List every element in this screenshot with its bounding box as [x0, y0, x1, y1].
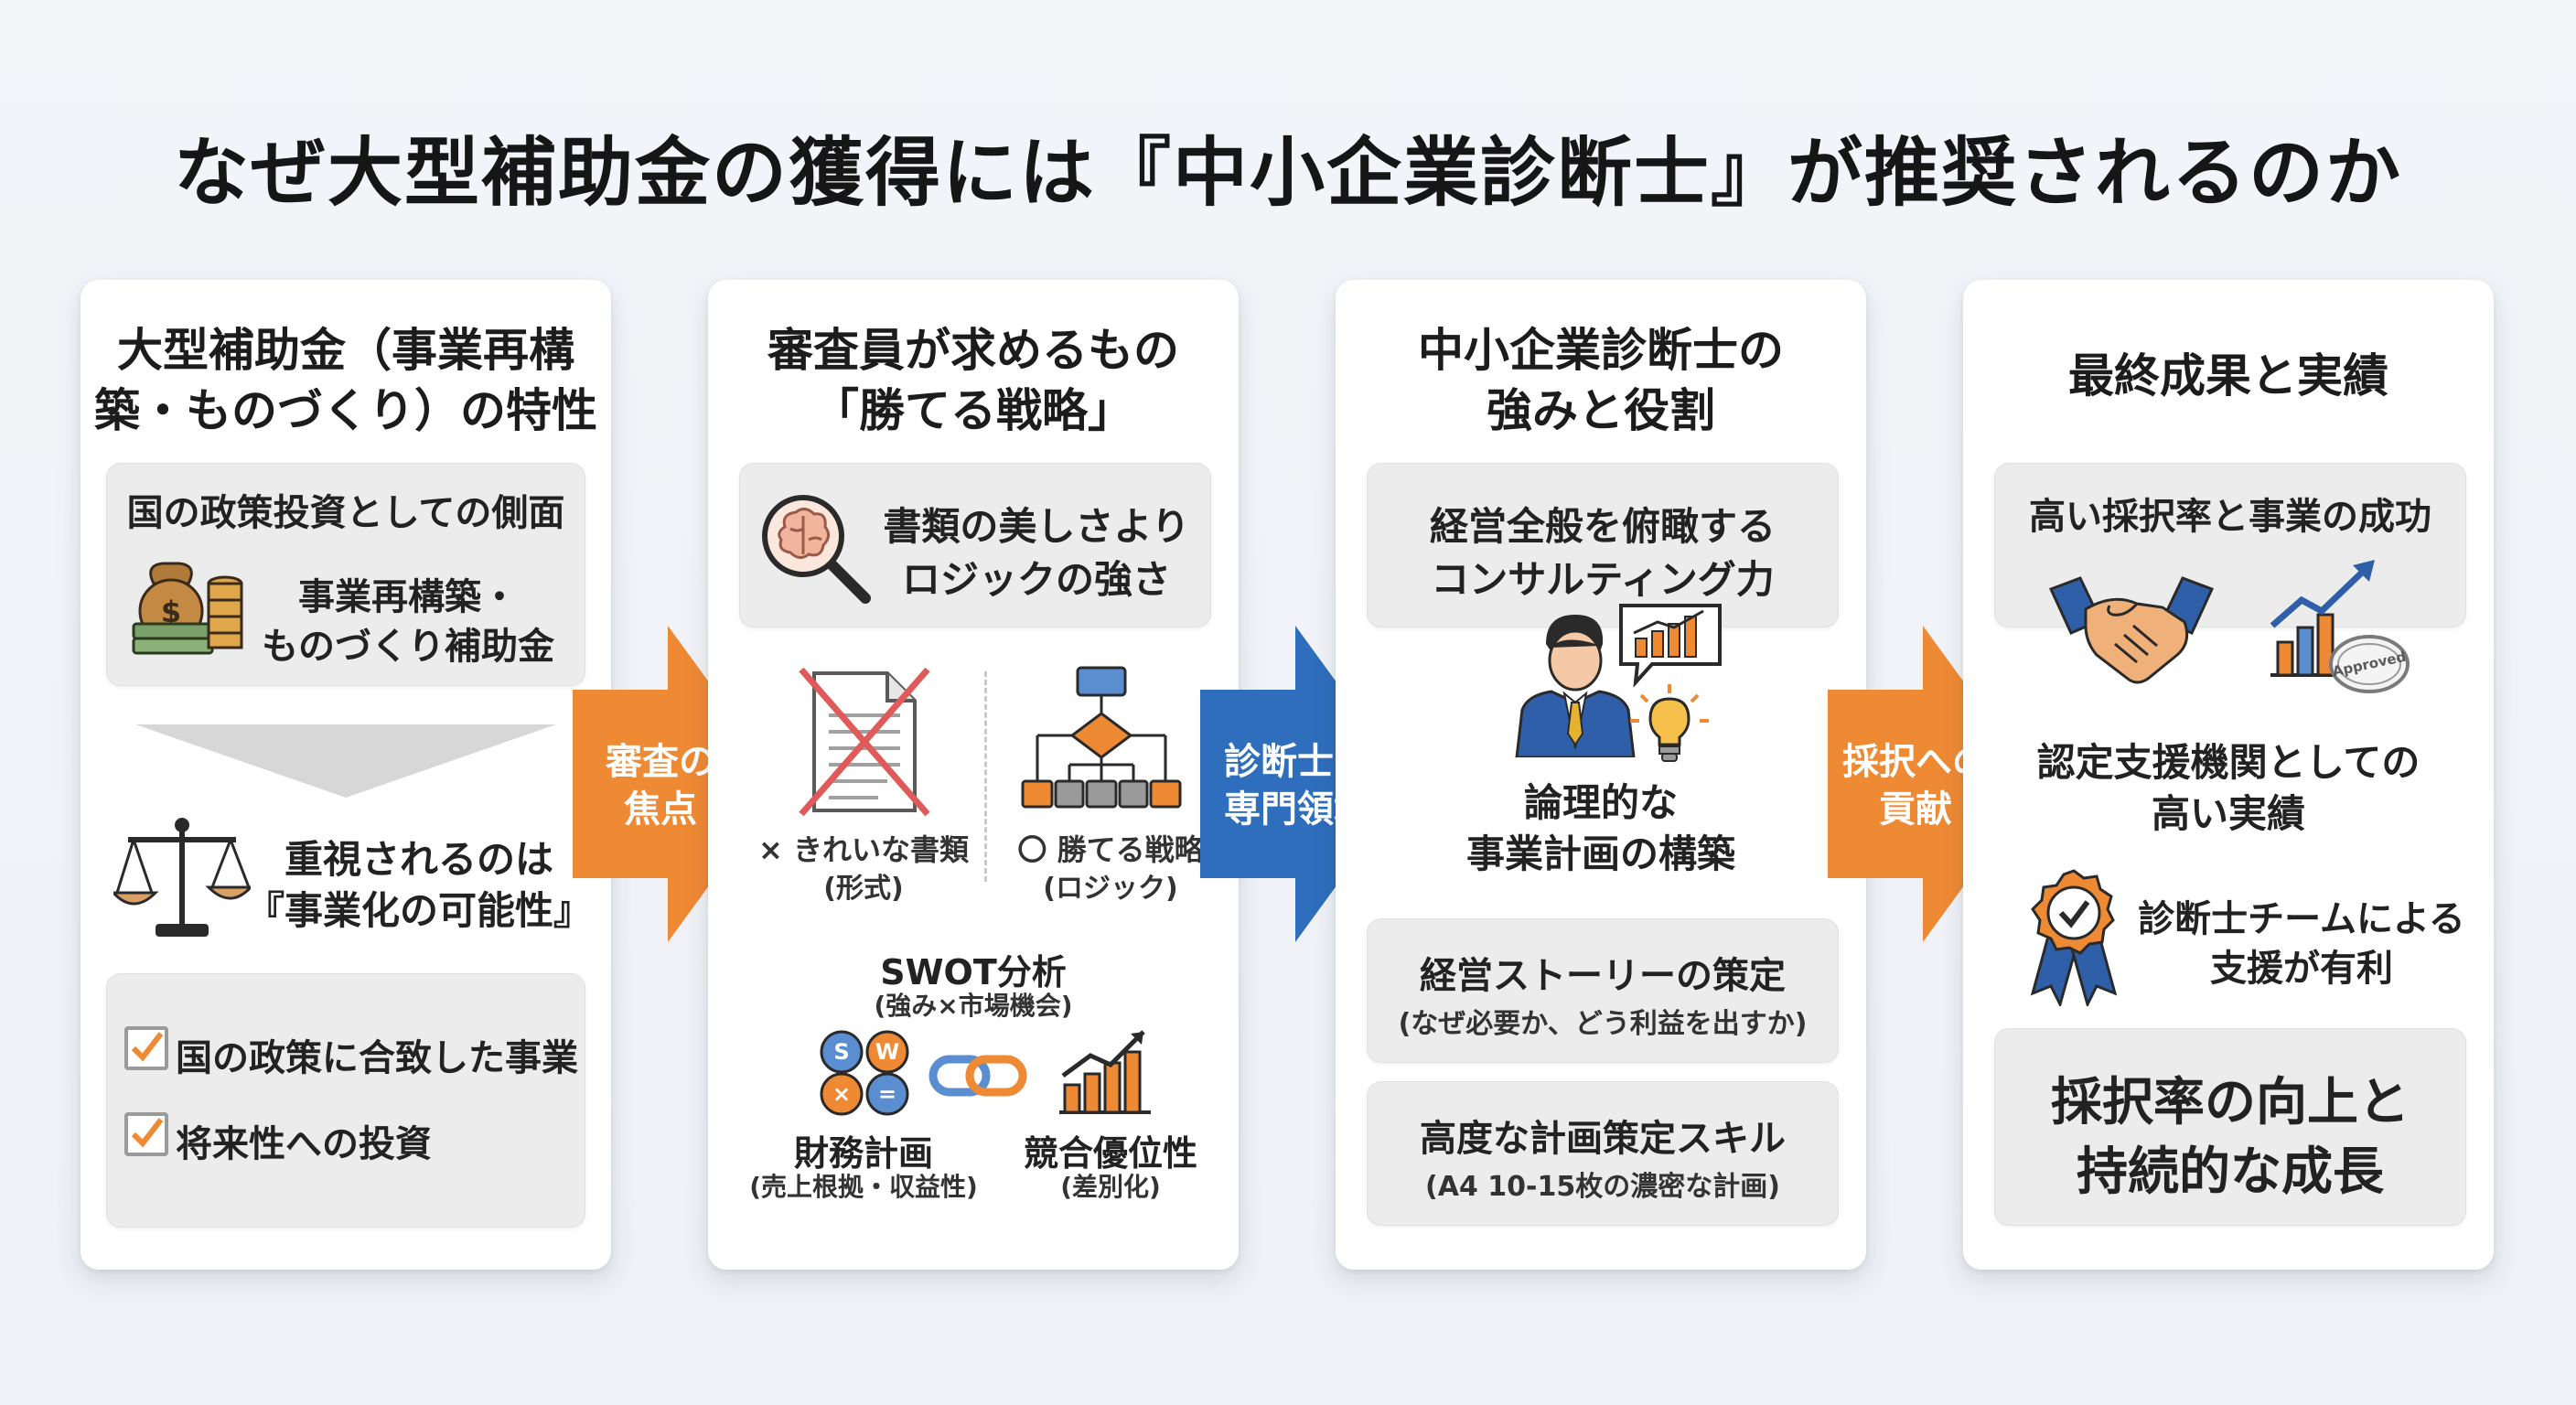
success-title: 高い採択率と事業の成功: [2029, 496, 2431, 538]
logic-box-line2: ロジックの強さ: [901, 557, 1171, 602]
planning-sub: (A4 10-15枚の濃密な計画): [1425, 1171, 1780, 1203]
bar-chart-icon: [1059, 1030, 1151, 1114]
swot-icon: S W × =: [820, 1030, 909, 1116]
compete-title: 競合優位性: [1023, 1133, 1197, 1174]
story-box: 経営ストーリーの策定 (なぜ必要か、どう利益を出すか): [1367, 918, 1839, 1063]
check-item-future: 将来性への投資: [176, 1123, 432, 1165]
flowchart-icon: [1021, 666, 1182, 809]
policy-investment-box: 国の政策投資としての側面 $ 事業再構築・ ものづくり補助金: [106, 463, 585, 686]
final-outcome-line1: 採択率の向上と: [2051, 1073, 2410, 1132]
card-reviewer-expectations: 審査員が求めるもの 「勝てる戦略」 書類の美しさより ロジックの強さ: [708, 280, 1239, 1270]
scale-icon: [113, 818, 251, 937]
card2-heading-line2: 「勝てる戦略」: [813, 384, 1133, 437]
arrow-focus: [573, 626, 783, 942]
check-icon: [124, 1112, 168, 1156]
swot-w-glyph: W: [875, 1039, 899, 1065]
certified-line1: 認定支援機関としての: [2036, 740, 2420, 785]
focus-line2: 『事業化の可能性』: [245, 888, 592, 933]
crossed-document-icon: [799, 667, 930, 817]
compete-sub: (差別化): [1060, 1172, 1161, 1202]
story-title: 経営ストーリーの策定: [1420, 955, 1786, 997]
award-badge-icon: [2030, 869, 2118, 1006]
svg-text:=: =: [878, 1081, 896, 1107]
consulting-line2: コンサルティング力: [1431, 557, 1775, 602]
card1-heading-line2: 築・ものづくり）の特性: [94, 384, 597, 437]
card-subsidy-characteristics: 大型補助金（事業再構 築・ものづくり）の特性 国の政策投資としての側面 $ 事業…: [80, 280, 611, 1270]
arrow-expertise: [1200, 626, 1411, 942]
page-title: なぜ大型補助金の獲得には『中小企業診断士』が推奨されるのか: [173, 130, 2402, 217]
card-final-results: 最終成果と実績 高い採択率と事業の成功 Approved 認定支援機関としての …: [1963, 280, 2494, 1270]
card3-heading-line2: 強みと役割: [1487, 384, 1715, 437]
bad-document-sub: (形式): [823, 873, 904, 905]
handshake-icon: [2049, 576, 2214, 684]
planning-skill-box: 高度な計画策定スキル (A4 10-15枚の濃密な計画): [1367, 1081, 1839, 1226]
card-consultant-strengths: 中小企業診断士の 強みと役割 経営全般を俯瞰する コンサルティング力 論理的な …: [1336, 280, 1866, 1270]
good-strategy-sub: (ロジック): [1043, 873, 1178, 905]
good-strategy-label: 〇 勝てる戦略: [1017, 832, 1204, 867]
subsidy-name-line1: 事業再構築・: [298, 576, 518, 618]
planning-title: 高度な計画策定スキル: [1420, 1118, 1786, 1160]
brain-magnifier-icon: [762, 495, 871, 604]
lightbulb-icon: [1630, 684, 1709, 762]
subsidy-name-line2: ものづくり補助金: [262, 626, 554, 668]
swot-title: SWOT分析: [880, 952, 1067, 992]
focus-line1: 重視されるのは: [284, 837, 553, 882]
approved-stamp-icon: Approved: [2329, 635, 2410, 693]
logic-plan-line1: 論理的な: [1523, 780, 1678, 825]
check-icon: [124, 1026, 168, 1070]
consulting-power-box: 経営全般を俯瞰する コンサルティング力: [1367, 463, 1839, 627]
final-outcome-box: 採択率の向上と 持続的な成長: [1994, 1028, 2466, 1226]
team-line2: 支援が有利: [2210, 948, 2393, 990]
arrow-contribution: [1828, 626, 2038, 942]
arrow-contribution-line2: 貢献: [1879, 788, 1952, 831]
divider: [984, 671, 987, 882]
team-line1: 診断士チームによる: [2138, 898, 2465, 940]
growth-chart-icon: [2270, 560, 2375, 677]
money-icon: $: [132, 562, 243, 655]
card3-heading-line1: 中小企業診断士の: [1418, 324, 1784, 377]
swot-sub: (強み×市場機会): [874, 991, 1073, 1021]
final-outcome-line2: 持続的な成長: [2077, 1142, 2384, 1202]
arrow-focus-line2: 焦点: [624, 788, 697, 831]
finance-title: 財務計画: [793, 1133, 933, 1174]
certified-line2: 高い実績: [2151, 791, 2305, 836]
finance-sub: (売上根拠・収益性): [749, 1172, 978, 1202]
consulting-line1: 経営全般を俯瞰する: [1429, 504, 1776, 549]
chain-link-icon: [928, 1055, 1027, 1097]
card1-heading-line1: 大型補助金（事業再構: [117, 324, 574, 377]
chart-bubble-icon: [1619, 604, 1722, 688]
bad-document-label: × きれいな書類: [758, 832, 969, 867]
arrow-focus-line1: 審査の: [606, 741, 715, 783]
svg-text:$: $: [161, 595, 181, 629]
logic-box-line1: 書類の美しさより: [883, 504, 1190, 549]
swot-s-glyph: S: [833, 1039, 849, 1065]
down-arrow-icon: [135, 724, 556, 798]
card2-heading-line1: 審査員が求めるもの: [767, 324, 1179, 377]
checklist-box: 国の政策に合致した事業 将来性への投資: [106, 973, 585, 1228]
check-item-policy: 国の政策に合致した事業: [176, 1037, 578, 1079]
story-sub: (なぜ必要か、どう利益を出すか): [1398, 1008, 1808, 1040]
logic-plan-line2: 事業計画の構築: [1465, 831, 1735, 876]
logic-strength-box: 書類の美しさより ロジックの強さ: [739, 463, 1211, 627]
svg-text:×: ×: [832, 1081, 851, 1107]
policy-investment-title: 国の政策投資としての側面: [126, 492, 565, 534]
card4-heading: 最終成果と実績: [2068, 349, 2388, 402]
consultant-icon: [1515, 615, 1636, 757]
